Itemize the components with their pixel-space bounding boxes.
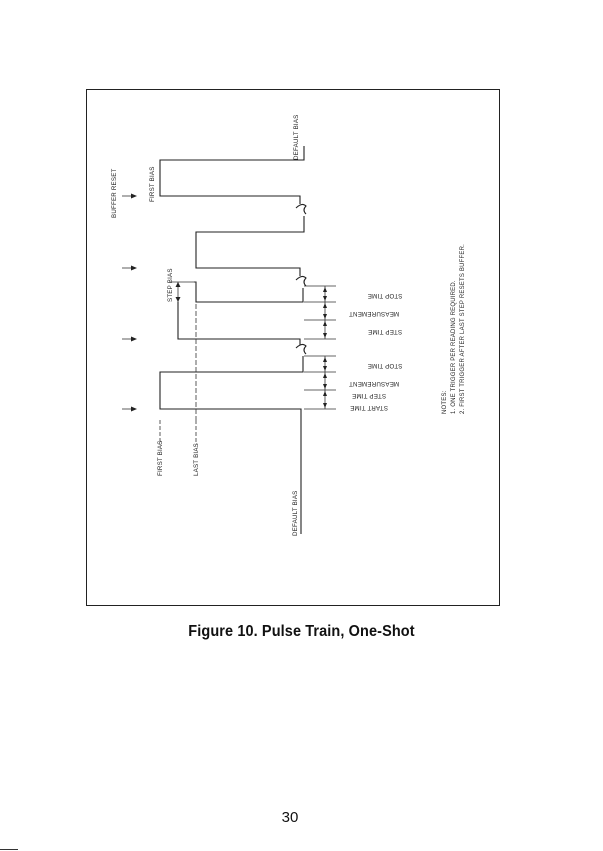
upper-waveform	[160, 146, 306, 534]
label-stop-time-1: STOP TIME	[368, 292, 403, 299]
notes-heading: NOTES:	[442, 390, 448, 414]
label-first-bias-top: FIRST BIAS	[149, 166, 156, 202]
notes-item-1: 1. ONE TRIGGER PER READING REQUIRED.	[451, 280, 457, 414]
notes-block: NOTES: 1. ONE TRIGGER PER READING REQUIR…	[442, 244, 466, 414]
label-last-bias: LAST BIAS	[193, 443, 200, 476]
trigger-arrows	[122, 194, 137, 412]
label-measurement-1: MEASUREMENT	[349, 310, 399, 317]
label-buffer-reset: BUFFER RESET	[111, 168, 118, 218]
trigger-arrow-3	[122, 337, 137, 342]
label-first-bias-bottom: FIRST BIAS	[157, 440, 164, 476]
label-start-time: START TIME	[350, 404, 388, 411]
bottom-rule	[0, 849, 18, 850]
label-step-bias: STEP BIAS	[167, 268, 174, 302]
trigger-arrow-2	[122, 266, 137, 271]
label-default-bias-bottom: DEFAULT BIAS	[292, 491, 299, 537]
page-number: 30	[0, 809, 580, 826]
label-step-time-1: STEP TIME	[368, 328, 402, 335]
trigger-arrow-1	[122, 194, 137, 199]
label-measurement-2: MEASUREMENT	[349, 380, 399, 387]
label-step-time-2: STEP TIME	[352, 392, 386, 399]
timing-dimensions	[304, 286, 336, 409]
label-default-bias-top: DEFAULT BIAS	[293, 115, 300, 161]
trigger-arrow-4	[122, 407, 137, 412]
notes-item-2: 2. FIRST TRIGGER AFTER LAST STEP RESETS …	[460, 244, 466, 414]
figure-caption: Figure 10. Pulse Train, One-Shot	[0, 624, 603, 641]
label-stop-time-2: STOP TIME	[368, 362, 403, 369]
